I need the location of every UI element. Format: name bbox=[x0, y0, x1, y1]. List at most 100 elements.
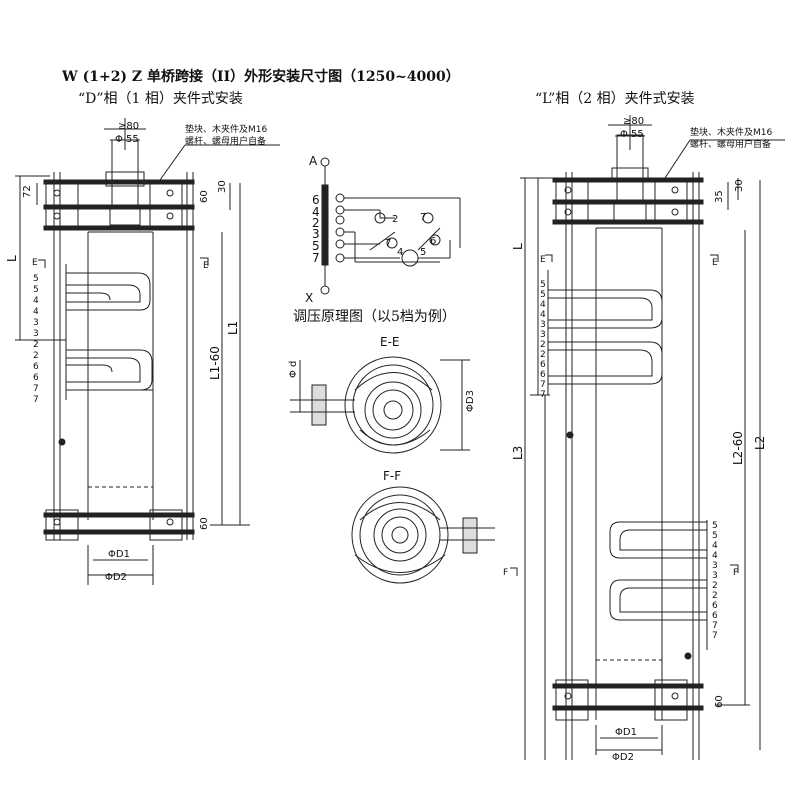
dim-L2-60: L2-60 bbox=[731, 431, 745, 465]
right-assembly bbox=[510, 115, 785, 760]
section-ee-label: E-E bbox=[380, 335, 400, 349]
section-mark-e-right-2: E bbox=[712, 258, 718, 268]
section-labels: E-E F-F Φ d ΦD3 bbox=[288, 335, 476, 483]
terminal-X: X bbox=[305, 291, 313, 305]
terminal-A: A bbox=[309, 154, 318, 168]
section-mark-e-left-1: E bbox=[32, 258, 38, 268]
note-left-line2: 螺杆、螺母用户自备 bbox=[185, 135, 266, 147]
dim-60-left-bottom: 60 bbox=[199, 517, 210, 530]
tap-label: 2 bbox=[33, 340, 39, 350]
schematic-num: 7 bbox=[385, 238, 391, 249]
dim-72-left: 72 bbox=[22, 185, 33, 198]
right-caption: “L”相（2 相）夹件式安装 bbox=[535, 91, 695, 107]
dim-ge80-left: ≥80 bbox=[118, 121, 139, 132]
schematic-term: 7 bbox=[312, 251, 320, 265]
dim-30-right: 30 bbox=[734, 179, 745, 192]
tap-label: 4 bbox=[712, 541, 718, 551]
dim-30-left: 30 bbox=[217, 180, 228, 193]
schematic-term: 4 bbox=[312, 205, 320, 219]
schematic-term: 6 bbox=[312, 193, 320, 207]
section-ff bbox=[351, 486, 495, 584]
tap-label: 7 bbox=[540, 380, 546, 390]
tap-label: 5 bbox=[33, 285, 39, 295]
dim-phi55-left: Φ 55 bbox=[115, 134, 139, 145]
tap-label: 2 bbox=[712, 581, 718, 591]
tap-label: 7 bbox=[712, 621, 718, 631]
tap-schematic bbox=[320, 157, 461, 295]
tap-label: 7 bbox=[540, 390, 546, 400]
dim-phiD2-left: ΦD2 bbox=[105, 572, 127, 583]
right-tap-labels-lower: 5 5 4 4 3 3 2 2 6 6 7 7 bbox=[712, 521, 718, 641]
dim-35-right: 35 bbox=[714, 190, 725, 203]
tap-label: 7 bbox=[33, 384, 39, 394]
tap-label: 4 bbox=[33, 307, 39, 317]
tap-label: 2 bbox=[712, 591, 718, 601]
schematic-term: 2 bbox=[312, 216, 320, 230]
schematic-term: 5 bbox=[312, 239, 320, 253]
dim-phiD1-right: ΦD1 bbox=[615, 727, 637, 738]
tap-label: 3 bbox=[33, 318, 39, 328]
schematic-num: 5 bbox=[420, 247, 426, 258]
section-mark-f-right-1: F bbox=[503, 568, 508, 578]
tap-label: 2 bbox=[540, 350, 546, 360]
dim-L-left: L bbox=[5, 255, 19, 262]
tap-label: 6 bbox=[33, 373, 39, 383]
tap-label: 2 bbox=[540, 340, 546, 350]
left-assembly bbox=[15, 118, 280, 585]
tap-label: 6 bbox=[540, 360, 546, 370]
section-mark-e-left-2: E bbox=[203, 261, 209, 271]
note-right-line1: 垫块、木夹件及M16 bbox=[690, 126, 772, 138]
dim-L-right: L bbox=[511, 243, 525, 250]
tap-label: 5 bbox=[540, 290, 546, 300]
dim-phiD2-right: ΦD2 bbox=[612, 752, 634, 763]
dim-60-right-bottom: 60 bbox=[714, 695, 725, 708]
schematic-term: 3 bbox=[312, 227, 320, 241]
right-dim-labels: ≥80 Φ 55 30 35 L L3 L2-60 L2 60 ΦD1 ΦD2 … bbox=[503, 116, 772, 763]
section-ff-label: F-F bbox=[383, 469, 401, 483]
dim-phiD3: ΦD3 bbox=[465, 390, 476, 412]
tap-label: 4 bbox=[33, 296, 39, 306]
tap-label: 3 bbox=[33, 329, 39, 339]
left-caption: “D”相（1 相）夹件式安装 bbox=[78, 91, 243, 107]
tap-label: 4 bbox=[712, 551, 718, 561]
tap-label: 4 bbox=[540, 300, 546, 310]
schematic-labels: A X 6 4 2 3 5 7 2 7 7 6 4 5 bbox=[305, 154, 436, 305]
tap-label: 5 bbox=[540, 280, 546, 290]
tap-label: 4 bbox=[540, 310, 546, 320]
dim-L1: L1 bbox=[226, 321, 240, 335]
left-tap-labels: 5 5 4 4 3 3 2 2 6 6 7 7 bbox=[33, 274, 39, 405]
note-left-line1: 垫块、木夹件及M16 bbox=[185, 123, 267, 135]
tap-label: 3 bbox=[712, 571, 718, 581]
section-mark-f-right-2: F bbox=[733, 568, 738, 578]
tap-label: 7 bbox=[712, 631, 718, 641]
note-right-line2: 螺杆、螺母用户自备 bbox=[690, 138, 771, 150]
tap-label: 5 bbox=[33, 274, 39, 284]
schematic-num: 4 bbox=[397, 247, 403, 258]
tap-label: 6 bbox=[540, 370, 546, 380]
tap-label: 5 bbox=[712, 521, 718, 531]
drawing-title: W (1+2) Z 单桥跨接（II）外形安装尺寸图（1250~4000） bbox=[62, 69, 460, 85]
dim-phiD1-left: ΦD1 bbox=[108, 549, 130, 560]
dim-ge80-right: ≥80 bbox=[623, 116, 644, 127]
schematic-num: 6 bbox=[430, 236, 436, 247]
schematic-num: 2 bbox=[392, 214, 398, 225]
tap-label: 3 bbox=[540, 330, 546, 340]
schematic-caption: 调压原理图（以5档为例） bbox=[293, 309, 456, 325]
tap-label: 7 bbox=[33, 395, 39, 405]
tap-label: 6 bbox=[712, 601, 718, 611]
dim-L2: L2 bbox=[753, 436, 767, 450]
section-ee bbox=[290, 356, 470, 454]
tap-label: 6 bbox=[712, 611, 718, 621]
dim-L1-60: L1-60 bbox=[208, 346, 222, 380]
right-tap-labels-upper: 5 5 4 4 3 3 2 2 6 6 7 7 bbox=[540, 280, 546, 400]
tap-label: 3 bbox=[540, 320, 546, 330]
left-dim-labels: ≥80 Φ 55 72 30 60 L L1 L1-60 60 ΦD1 ΦD2 … bbox=[5, 121, 267, 583]
dim-phid: Φ d bbox=[288, 361, 299, 378]
dim-L3: L3 bbox=[511, 446, 525, 460]
tap-label: 6 bbox=[33, 362, 39, 372]
tap-label: 5 bbox=[712, 531, 718, 541]
tap-label: 3 bbox=[712, 561, 718, 571]
dim-60-left-top: 60 bbox=[199, 190, 210, 203]
tap-label: 2 bbox=[33, 351, 39, 361]
